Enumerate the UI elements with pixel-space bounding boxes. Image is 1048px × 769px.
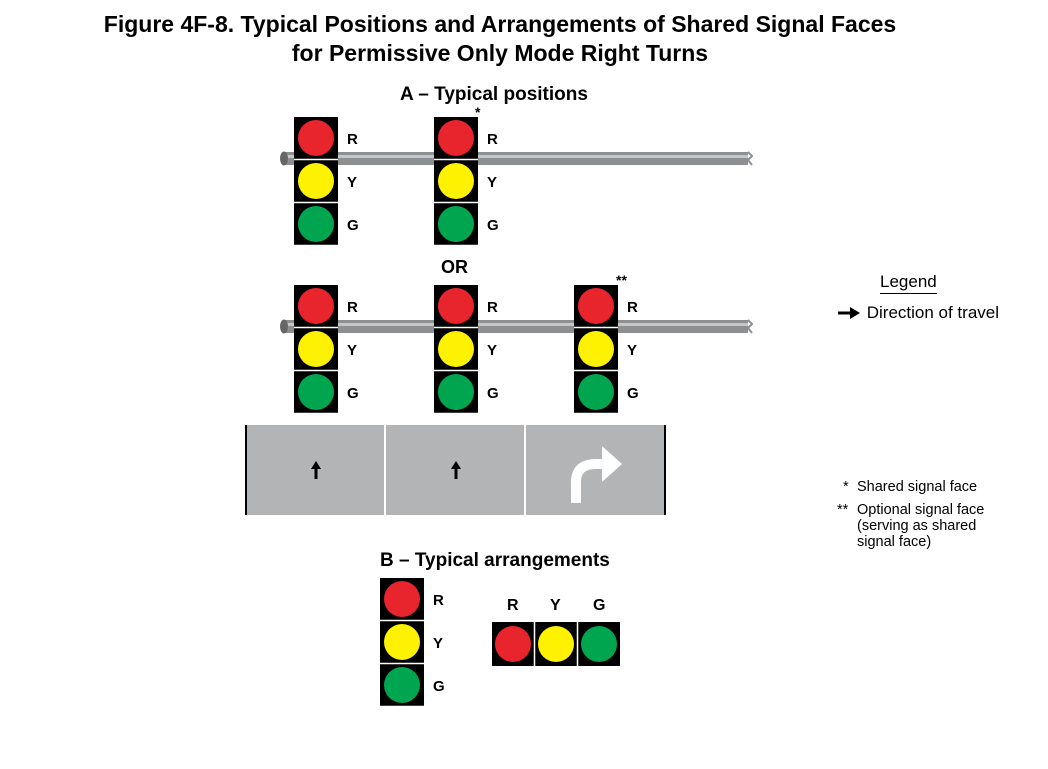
straight-arrow-icon <box>311 461 321 479</box>
lamp-label-green: G <box>433 678 445 695</box>
legend-item-label: Direction of travel <box>866 303 1000 322</box>
lamp-label-yellow: Y <box>433 635 443 652</box>
lamp-label-red: R <box>627 299 638 316</box>
lamp-label-yellow: Y <box>487 342 497 359</box>
red-lamp <box>298 288 334 324</box>
yellow-lamp <box>538 626 574 662</box>
horizontal-label-green: G <box>593 597 605 614</box>
note-shared: * Shared signal face <box>843 479 977 495</box>
lamp-label-red: R <box>487 131 498 148</box>
note-optional-mark: ** <box>837 502 849 518</box>
green-lamp <box>581 626 617 662</box>
straight-arrow-icon <box>451 461 461 479</box>
note-optional-line-1: Optional signal face <box>857 502 985 518</box>
note-shared-mark: * <box>843 479 849 495</box>
red-lamp <box>578 288 614 324</box>
note-shared-text: Shared signal face <box>857 479 978 495</box>
signal-face-a2-optional: R Y G <box>574 285 639 415</box>
red-lamp <box>438 120 474 156</box>
figure-title: Figure 4F-8. Typical Positions and Arran… <box>0 10 1000 68</box>
green-lamp <box>298 374 334 410</box>
lamp-label-red: R <box>347 299 358 316</box>
optional-marker: ** <box>616 272 627 288</box>
lamp-label-green: G <box>627 385 639 402</box>
lamp-label-yellow: Y <box>627 342 637 359</box>
right-turn-arrow-icon <box>571 446 622 503</box>
green-lamp <box>298 206 334 242</box>
lamp-label-yellow: Y <box>347 342 357 359</box>
lamp-label-yellow: Y <box>487 174 497 191</box>
red-lamp <box>438 288 474 324</box>
green-lamp <box>438 374 474 410</box>
lamp-label-green: G <box>487 385 499 402</box>
signal-face-b-vertical: R Y G <box>380 578 445 708</box>
section-a-title: A – Typical positions <box>400 84 588 105</box>
yellow-lamp <box>298 163 334 199</box>
section-b-title: B – Typical arrangements <box>380 550 610 571</box>
red-lamp <box>298 120 334 156</box>
horizontal-label-yellow: Y <box>550 597 561 614</box>
lamp-label-yellow: Y <box>347 174 357 191</box>
note-optional-line-2: (serving as shared <box>857 518 977 534</box>
lamp-label-green: G <box>347 217 359 234</box>
lamp-label-red: R <box>487 299 498 316</box>
signal-face-a1-shared: R Y G <box>434 117 499 247</box>
signal-face-a2-left: R Y G <box>294 285 359 415</box>
figure-title-line-2: for Permissive Only Mode Right Turns <box>291 40 709 66</box>
yellow-lamp <box>438 163 474 199</box>
note-optional: ** Optional signal face (serving as shar… <box>837 502 984 550</box>
signal-face-a2-center: R Y G <box>434 285 499 415</box>
signal-face-a1-left: R Y G <box>294 117 359 247</box>
yellow-lamp <box>438 331 474 367</box>
horizontal-label-red: R <box>507 597 519 614</box>
lamp-label-green: G <box>347 385 359 402</box>
mast-arm-top <box>280 151 754 166</box>
figure-title-line-1: Figure 4F-8. Typical Positions and Arran… <box>103 11 897 37</box>
lamp-label-green: G <box>487 217 499 234</box>
yellow-lamp <box>578 331 614 367</box>
green-lamp <box>384 667 420 703</box>
note-optional-line-3: signal face) <box>857 534 932 550</box>
legend-item: Direction of travel <box>838 303 999 323</box>
red-lamp <box>495 626 531 662</box>
legend-title: Legend <box>880 272 937 294</box>
mast-arm-bottom <box>280 319 754 334</box>
right-arrow-icon <box>838 306 860 319</box>
lamp-label-red: R <box>347 131 358 148</box>
green-lamp <box>438 206 474 242</box>
yellow-lamp <box>298 331 334 367</box>
note-optional-text: Optional signal face (serving as shared … <box>857 502 984 550</box>
yellow-lamp <box>384 624 420 660</box>
red-lamp <box>384 581 420 617</box>
or-label: OR <box>441 257 468 277</box>
green-lamp <box>578 374 614 410</box>
lamp-label-red: R <box>433 592 444 609</box>
shared-marker: * <box>475 104 481 120</box>
